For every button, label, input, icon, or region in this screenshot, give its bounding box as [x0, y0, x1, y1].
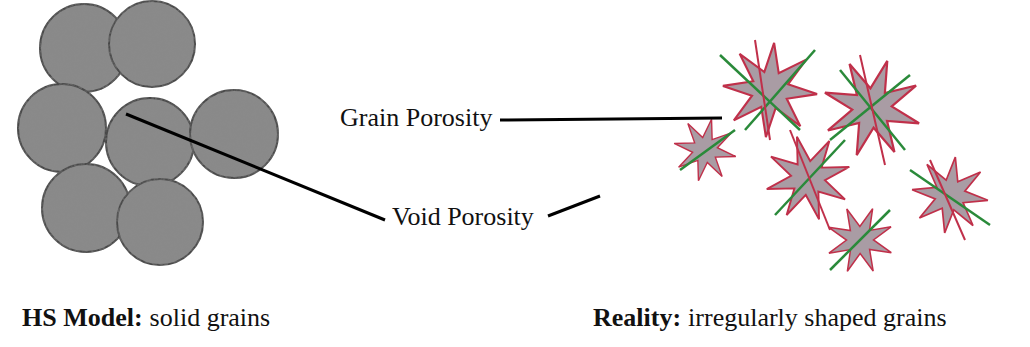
caption-heading: HS Model: [22, 304, 143, 333]
solid-grains [18, 1, 278, 265]
grain-spikes [680, 50, 990, 270]
callout-label: Grain Porosity [340, 104, 492, 133]
caption-text: solid grains [150, 304, 271, 333]
caption-heading: Reality: [593, 304, 681, 333]
irregular-grains [668, 39, 994, 284]
grain-spikes-red [755, 40, 965, 240]
caption-text: irregularly shaped grains [688, 304, 946, 333]
callout-label: Void Porosity [392, 203, 534, 232]
